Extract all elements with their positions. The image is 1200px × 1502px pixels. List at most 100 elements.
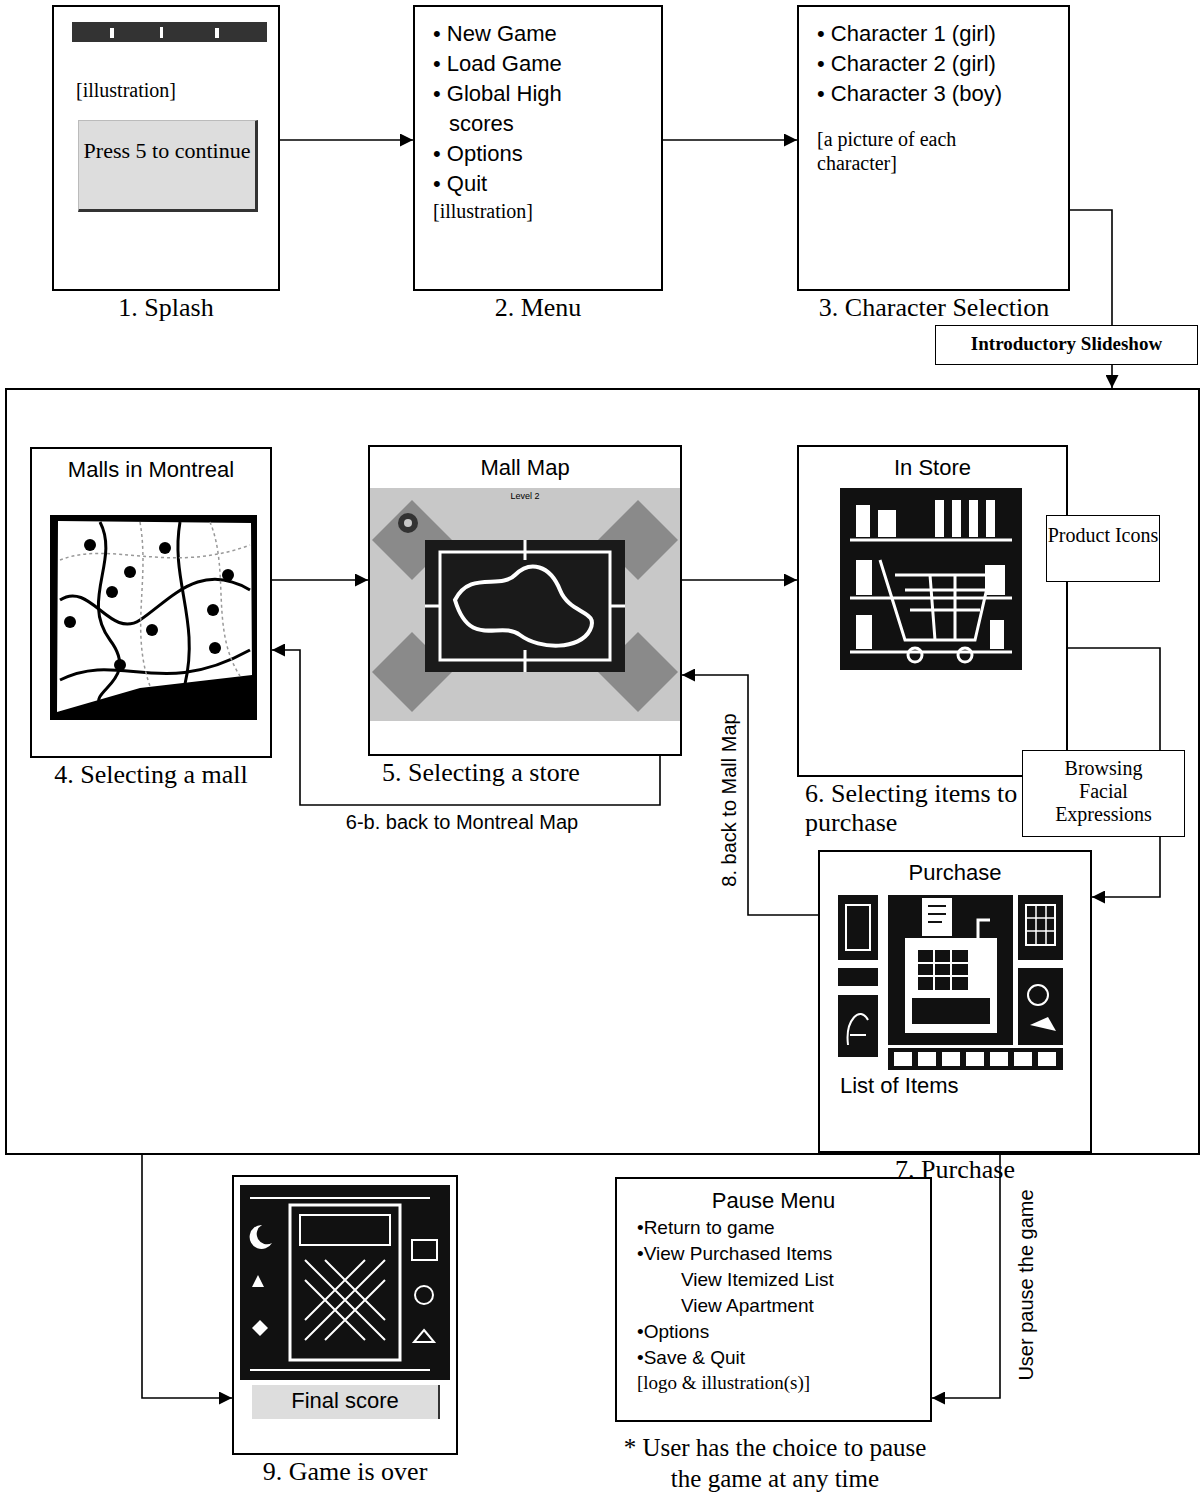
montreal-map	[146, 624, 158, 636]
node-text: 1. Splash	[54, 293, 278, 322]
store-shelves	[990, 620, 1004, 649]
cash-register	[912, 998, 990, 1024]
cash-register	[894, 1052, 1056, 1066]
screen-box: • New Game• Load Game• Global High score…	[413, 5, 663, 291]
cash-register	[838, 895, 1063, 1070]
flow-arrow	[142, 1155, 232, 1398]
cash-register	[1018, 895, 1063, 960]
note-box: Browsing Facial Expressions	[1022, 750, 1185, 837]
mall-floor-plan	[440, 552, 610, 660]
flow-arrow	[272, 650, 660, 805]
node-text: • Load Game	[433, 49, 653, 79]
edge-label: 6-b. back to Montreal Map	[343, 811, 581, 833]
cash-register	[846, 905, 870, 950]
montreal-map	[50, 515, 257, 720]
node-text: • Character 2 (girl)	[817, 49, 1060, 79]
node-text: List of Items	[840, 1073, 959, 1099]
montreal-map	[140, 522, 150, 686]
node-text: •View Purchased Items	[637, 1241, 920, 1267]
store-shelves	[878, 510, 896, 537]
store-shelves	[840, 488, 1022, 670]
apartment-picture	[305, 1260, 385, 1340]
montreal-map	[207, 604, 219, 616]
montreal-map	[114, 659, 126, 671]
button-box: Press 5 to continue	[78, 120, 258, 212]
apartment-picture	[415, 1286, 433, 1304]
montreal-map	[210, 522, 240, 676]
apartment-picture	[300, 1215, 390, 1245]
montreal-map	[178, 522, 189, 684]
store-shelves	[969, 500, 978, 537]
node-text: Malls in Montreal	[32, 449, 270, 483]
cash-register	[1026, 905, 1055, 945]
node-text: Press 5 to continue	[79, 121, 255, 166]
node-text: Final score	[252, 1385, 440, 1419]
cash-register	[888, 895, 1013, 1045]
apartment-picture	[412, 1240, 437, 1260]
apartment-picture	[240, 1185, 450, 1380]
node-text: 9. Game is over	[234, 1457, 456, 1486]
node-text: View Apartment	[637, 1293, 920, 1319]
flow-arrow	[682, 579, 797, 581]
cash-register	[888, 1048, 1063, 1070]
mall-floor-plan	[398, 513, 418, 533]
montreal-map	[222, 569, 234, 581]
store-shelves	[840, 488, 1022, 670]
cash-register	[1028, 985, 1048, 1005]
splash-logo	[160, 27, 163, 38]
flow-arrow	[1068, 648, 1160, 750]
montreal-map	[60, 650, 250, 680]
screen-box: [illustration]1. SplashPress 5 to contin…	[52, 5, 280, 291]
montreal-map	[106, 586, 118, 598]
store-shelves	[880, 560, 990, 662]
montreal-map	[159, 542, 171, 554]
screen-box: In Store6. Selecting items to purchase	[797, 445, 1068, 777]
node-text: • Options	[433, 139, 653, 169]
splash-logo	[215, 28, 219, 38]
splash-logo	[72, 22, 267, 42]
mall-floor-plan	[370, 488, 680, 721]
node-text: 5. Selecting a store	[382, 758, 580, 787]
montreal-map	[64, 616, 76, 628]
store-shelves	[856, 560, 872, 595]
flow-arrow	[1092, 837, 1160, 897]
node-text: [logo & illustration(s)]	[637, 1371, 920, 1395]
node-text: • Character 3 (boy)	[817, 79, 1060, 109]
node-text: 3. Character Selection	[789, 293, 1079, 322]
transition-box: Introductory Slideshow	[935, 325, 1198, 365]
store-shelves	[986, 500, 995, 537]
mall-floor-plan	[425, 540, 625, 672]
cash-register	[1014, 1052, 1032, 1066]
screen-box: Final score9. Game is over	[232, 1175, 458, 1455]
store-shelves	[935, 500, 944, 537]
node-text: Purchase	[820, 852, 1090, 886]
montreal-map	[50, 515, 257, 720]
apartment-picture	[414, 1330, 434, 1342]
screen-box: PurchaseList of Items7. Purchase	[818, 850, 1092, 1153]
flow-arrow	[280, 139, 413, 141]
screen-box: Malls in Montreal4. Selecting a mall	[30, 447, 272, 758]
node-text: •Options	[637, 1319, 920, 1345]
apartment-picture	[250, 1225, 272, 1249]
apartment-picture	[290, 1205, 400, 1360]
node-text: • Quit	[433, 169, 653, 199]
node-text: • New Game	[433, 19, 653, 49]
node-text: View Itemized List	[637, 1267, 920, 1293]
node-text: •Save & Quit	[637, 1345, 920, 1371]
splash-logo	[72, 22, 267, 42]
gameplay-region: Malls in Montreal4. Selecting a mallMall…	[5, 388, 1200, 1155]
node-text: 7. Purchase	[820, 1155, 1090, 1184]
cash-register	[978, 920, 990, 940]
cash-register	[838, 968, 878, 986]
node-text: 2. Menu	[415, 293, 661, 322]
cash-register	[838, 895, 878, 960]
store-shelves	[856, 505, 870, 537]
menu-box: Pause Menu•Return to game•View Purchased…	[615, 1177, 932, 1422]
cash-register	[966, 1052, 984, 1066]
mall-floor-plan	[455, 567, 592, 646]
screen-box: • Character 1 (girl)• Character 2 (girl)…	[797, 5, 1070, 291]
node-text: 6. Selecting items to purchase	[805, 779, 1030, 837]
node-text: Level 2	[370, 491, 680, 501]
edge-label: User pause the game	[1015, 1186, 1037, 1383]
montreal-map	[64, 539, 234, 671]
